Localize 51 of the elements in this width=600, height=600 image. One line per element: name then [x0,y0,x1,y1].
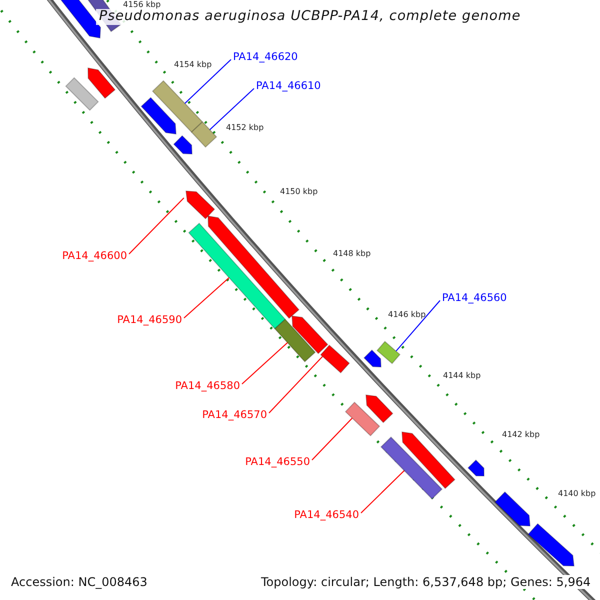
leader-line [396,300,440,352]
tick-label: 4150 kbp [280,188,318,196]
gene-bar [401,431,456,490]
leader-line [242,342,288,384]
leader-line [184,59,232,104]
tick-label: 4142 kbp [502,431,540,439]
gene-label: PA14_46600 [62,251,127,262]
gene-bar [494,491,531,527]
leader-line [128,197,184,254]
gene-bar [140,96,177,135]
gene-label: PA14_46540 [294,510,359,520]
gene-bar [173,135,193,155]
gene-bar [380,436,443,500]
gene-bar [291,315,328,354]
gene-bar [87,67,116,99]
gene-label: PA14_46620 [233,52,298,62]
gene-label: PA14_46560 [442,293,507,304]
tick-label: 4140 kbp [558,490,596,498]
gene-bar [190,121,218,148]
gene-bar [60,0,101,39]
gene-label: PA14_46550 [245,457,310,468]
leader-line [268,356,323,414]
gene-label: PA14_46570 [202,410,267,420]
gene-bar [528,523,575,567]
tick-label: 4156 kbp [123,1,161,9]
gene-bar [376,340,401,364]
gene-bar [320,344,350,374]
tick-label: 4152 kbp [226,124,264,132]
gene-bar [363,349,382,368]
footer-text: Accession: NC_008463 [9,575,150,589]
gene-bar [188,222,286,330]
gene-bar [152,80,204,133]
leader-line [209,88,254,130]
tick-label: 4154 kbp [174,61,212,69]
gene-label: PA14_46610 [256,81,321,92]
gene-bar [365,394,394,424]
tick-label: 4146 kbp [388,311,426,319]
gene-bar [207,215,300,319]
gene-label: PA14_46580 [175,381,240,392]
tick-label: 4148 kbp [333,250,371,258]
footer-text: Topology: circular; Length: 6,537,648 bp; Genes: 5,964 [259,575,593,589]
tick-label: 4144 kbp [443,372,481,380]
leader-line [184,277,230,318]
gene-bar [274,318,316,362]
leader-line [360,470,405,514]
gene-bar [65,77,99,111]
gene-bar [467,459,484,476]
gene-label: PA14_46590 [117,315,182,326]
leader-line [312,418,353,460]
gene-bar [185,190,216,220]
gene-bar [344,402,380,436]
